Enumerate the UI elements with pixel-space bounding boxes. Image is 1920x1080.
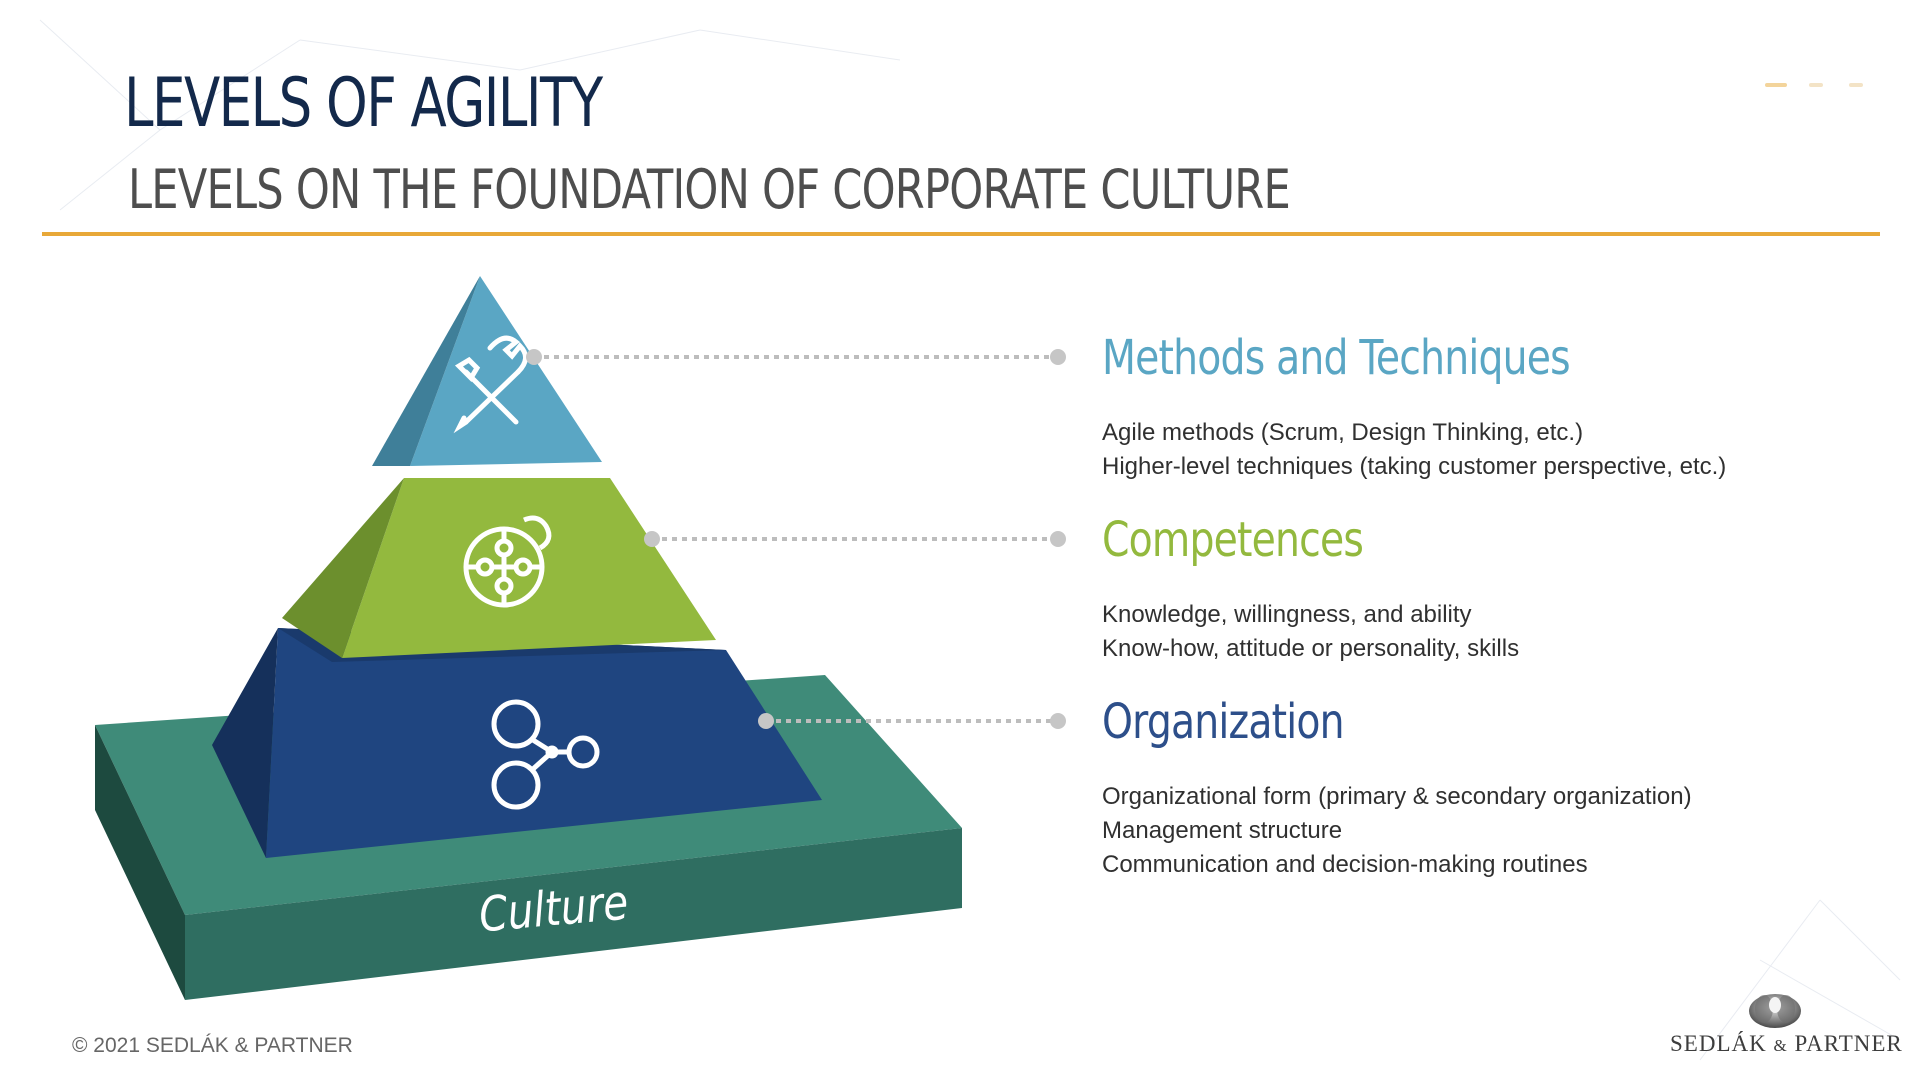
title-divider	[42, 232, 1880, 236]
logo-ampersand: &	[1773, 1036, 1788, 1055]
methods-tier	[372, 276, 602, 466]
section-line: Know-how, attitude or personality, skill…	[1102, 635, 1520, 662]
corner-dots-decoration	[1765, 83, 1863, 87]
copyright-notice: © 2021 SEDLÁK & PARTNER	[72, 1034, 353, 1057]
section-line: Organizational form (primary & secondary…	[1102, 783, 1692, 810]
page-subtitle: LEVELS ON THE FOUNDATION OF CORPORATE CU…	[128, 158, 1291, 221]
logo-mark-icon	[1749, 994, 1801, 1028]
logo-wordmark: SEDLÁK & PARTNER	[1670, 1031, 1903, 1057]
tools-icon	[453, 335, 528, 434]
connector-organization	[758, 713, 1066, 729]
culture-label: Culture	[477, 874, 631, 943]
section-methods: Methods and Techniques Agile methods (Sc…	[1102, 330, 1726, 484]
section-line: Communication and decision-making routin…	[1102, 851, 1588, 878]
section-competences: Competences Knowledge, willingness, and …	[1102, 512, 1519, 666]
competences-tier	[282, 478, 716, 658]
section-line: Management structure	[1102, 817, 1343, 844]
logo-partner: PARTNER	[1794, 1031, 1903, 1056]
network-icon	[491, 699, 600, 810]
section-line: Agile methods (Scrum, Design Thinking, e…	[1102, 419, 1584, 446]
section-title-organization: Organization	[1102, 694, 1345, 750]
logo-name: SEDLÁK	[1670, 1031, 1767, 1056]
section-title-competences: Competences	[1102, 512, 1364, 568]
company-logo: SEDLÁK & PARTNER	[1668, 985, 1902, 1059]
section-line: Knowledge, willingness, and ability	[1102, 601, 1472, 628]
puzzle-icon	[463, 515, 552, 608]
page-title: LEVELS OF AGILITY	[124, 64, 603, 143]
section-organization: Organization Organizational form (primar…	[1102, 694, 1692, 882]
section-title-methods: Methods and Techniques	[1102, 330, 1571, 386]
section-line: Higher-level techniques (taking customer…	[1102, 453, 1727, 480]
connector-methods	[526, 349, 1066, 365]
connector-competences	[644, 531, 1066, 547]
